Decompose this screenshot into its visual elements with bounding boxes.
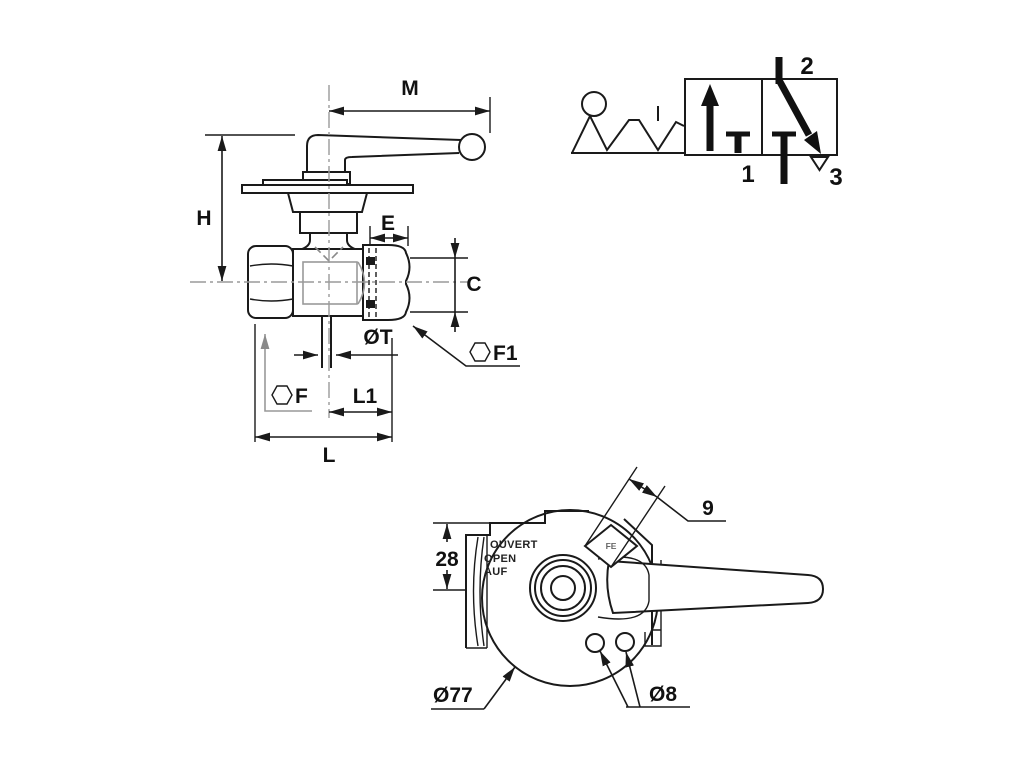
stem-square-marking bbox=[583, 523, 639, 569]
dim-label-stem-dia: ØT bbox=[363, 326, 392, 349]
dim-9-arrows bbox=[628, 478, 658, 498]
dim-77-leader bbox=[483, 666, 516, 710]
dim-f-leader bbox=[260, 334, 312, 412]
dim-label-l1: L1 bbox=[353, 385, 378, 408]
ball-chamber bbox=[302, 261, 358, 305]
dim-8-leader bbox=[599, 650, 629, 708]
fitting-detail-bottom bbox=[366, 300, 375, 308]
lever-actuator-icon bbox=[581, 91, 607, 117]
exhaust-arrow-head bbox=[804, 131, 821, 154]
hub-bore bbox=[550, 575, 576, 601]
dim-label-m: M bbox=[401, 77, 419, 100]
valve-top-view: FE 9 28 Ø77 Ø8 OUVERT OPEN AUF bbox=[431, 466, 825, 710]
bonnet bbox=[286, 192, 369, 213]
dim-8-leader bbox=[625, 651, 641, 708]
valve-schematic-symbol: 2 1 3 bbox=[571, 53, 843, 191]
port-label-1: 1 bbox=[741, 161, 754, 188]
drain-stem bbox=[321, 316, 332, 368]
dim-28-extensions bbox=[433, 522, 490, 591]
exhaust-arrow-stem bbox=[775, 78, 813, 137]
marking-open: OPEN bbox=[484, 553, 516, 565]
handle-bottom-edge bbox=[344, 152, 460, 174]
ball-valve-side-view: M H E C ØT F1 F L1 L bbox=[190, 77, 520, 467]
dim-label-l: L bbox=[323, 444, 336, 467]
symbol-box-open bbox=[684, 78, 763, 156]
fitting-detail-top bbox=[366, 257, 375, 265]
dim-9-leader bbox=[656, 496, 726, 522]
mounting-hole bbox=[585, 633, 605, 653]
hub-ring bbox=[540, 565, 586, 611]
spring-zigzag bbox=[571, 113, 685, 154]
dim-label-f: F bbox=[295, 385, 308, 408]
dim-label-h: H bbox=[196, 207, 211, 230]
dim-c-extensions bbox=[410, 257, 468, 313]
hub-logo: FE bbox=[606, 541, 617, 551]
dim-label-hole-dia: Ø8 bbox=[649, 683, 677, 706]
dim-label-square: 9 bbox=[702, 497, 714, 520]
marking-ouvert: OUVERT bbox=[490, 539, 538, 551]
lever-handle bbox=[606, 559, 825, 615]
hub-outer-ring bbox=[529, 554, 597, 622]
flow-arrow-head bbox=[701, 84, 719, 106]
mounting-hole bbox=[615, 632, 635, 652]
marking-auf: AUF bbox=[484, 566, 508, 578]
handle-ball-end bbox=[458, 133, 486, 161]
handle-top-edge bbox=[306, 133, 462, 186]
port-label-2: 2 bbox=[800, 53, 813, 80]
dim-label-c: C bbox=[466, 273, 481, 296]
ball-profile-arc bbox=[357, 261, 366, 305]
dim-label-offset: 28 bbox=[435, 548, 459, 571]
dim-label-body-dia: Ø77 bbox=[433, 684, 473, 707]
hub-ring bbox=[534, 559, 592, 617]
flange-plate bbox=[241, 184, 414, 194]
port-label-3: 3 bbox=[829, 164, 842, 191]
hex-nut-icon bbox=[271, 385, 293, 405]
dim-f1-leader bbox=[412, 325, 520, 367]
hex-nut-icon bbox=[469, 342, 491, 362]
clamp-curves bbox=[472, 536, 485, 647]
exhaust-triangle-icon bbox=[809, 156, 830, 172]
dim-label-f1: F1 bbox=[493, 342, 518, 365]
hex-facets bbox=[249, 263, 294, 302]
dim-label-e: E bbox=[381, 212, 395, 235]
clamp-edge bbox=[466, 535, 488, 649]
dim-9-extensions bbox=[584, 466, 666, 568]
